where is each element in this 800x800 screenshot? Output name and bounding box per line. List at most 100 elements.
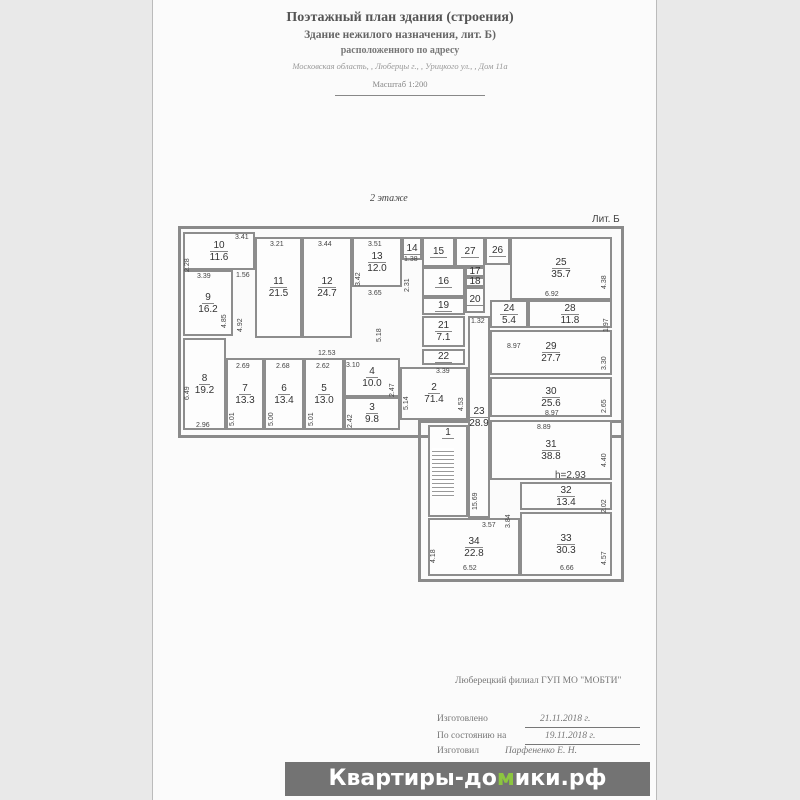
room-number: 19 (434, 300, 453, 312)
room-number: 25 (552, 257, 570, 269)
dimension-label: 1.56 (236, 272, 250, 279)
floor-label: 2 этаже (370, 193, 408, 204)
dimension-label: 3.57 (482, 522, 496, 529)
author: Парфененко Е. Н. (505, 746, 577, 756)
address: Московская область, , Люберцы г., , Уриц… (292, 61, 508, 71)
dimension-label: 2.28 (184, 258, 191, 272)
room-area: 16.2 (198, 303, 218, 315)
room-number: 16 (434, 276, 453, 288)
room-number: 13 (368, 251, 386, 263)
dimension-label: 2.62 (316, 363, 330, 370)
dimension-label: 3.41 (235, 234, 249, 241)
room-area: 10.0 (362, 378, 382, 389)
room-number: 21 (434, 320, 453, 332)
room-22: 22 (422, 349, 465, 365)
room-area: 9.8 (365, 414, 379, 425)
dimension-label: 3.30 (601, 356, 608, 370)
dimension-label: 1.97 (603, 318, 610, 332)
building-letter: Лит. Б (592, 214, 620, 225)
room-area: 11.8 (560, 314, 580, 326)
room-area: 11.6 (209, 251, 229, 263)
room-number: 6 (278, 383, 290, 395)
org-name: Люберецкий филиал ГУП МО "МОБТИ" (455, 676, 622, 686)
dimension-label: 12.53 (318, 350, 336, 357)
room-number: 10 (210, 240, 228, 252)
room-number: 28 (561, 303, 579, 315)
dimension-label: 8.97 (545, 410, 559, 417)
room-number: 8 (198, 373, 211, 385)
room-14: 14 (402, 237, 422, 260)
state-label: По состоянию на (437, 731, 507, 741)
room-19: 19 (422, 297, 465, 315)
dimension-label: 6.52 (463, 565, 477, 572)
room-number: 4 (366, 366, 378, 378)
room-26: 26 (485, 237, 510, 265)
dimension-label: 3.39 (197, 273, 211, 280)
room-20: 20 (465, 287, 485, 313)
dimension-label: 5.14 (403, 396, 410, 410)
dimension-label: 6.92 (545, 291, 559, 298)
room-number: 20 (466, 294, 484, 306)
room-15: 15 (422, 237, 455, 267)
room-number: 23 (470, 406, 488, 418)
room-area: 13.3 (235, 394, 255, 406)
room-number: 7 (239, 383, 251, 395)
staircase (432, 448, 454, 498)
author-label: Изготовил (437, 746, 479, 756)
dimension-label: 3.84 (505, 514, 512, 528)
room-27: 27 (455, 237, 485, 267)
dimension-label: 3.42 (355, 272, 362, 286)
dimension-label: 2.42 (347, 414, 354, 428)
dimension-label: 5.01 (308, 412, 315, 426)
room-number: 32 (557, 485, 575, 497)
room-area: 19.2 (194, 384, 215, 396)
dimension-label: 3.65 (368, 290, 382, 297)
room-area: 30.3 (556, 544, 576, 556)
room-area: 28.9 (469, 417, 489, 429)
room-number: 12 (318, 276, 336, 288)
dimension-label: 4.57 (601, 551, 608, 565)
ceiling-height: h=2.93 (555, 470, 586, 481)
dimension-label: 2.69 (236, 363, 250, 370)
scale: Масштаб 1:200 (372, 79, 428, 89)
plan-subtitle: Здание нежилого назначения, лит. Б) (304, 29, 496, 41)
room-area: 5.4 (502, 314, 516, 326)
room-16: 16 (422, 267, 465, 297)
dimension-label: 2.68 (276, 363, 290, 370)
dimension-label: 2.47 (389, 383, 396, 397)
room-number: 11 (270, 276, 287, 288)
dimension-label: 5.00 (268, 412, 275, 426)
dimension-label: 2.65 (601, 399, 608, 413)
room-area: 38.8 (541, 450, 561, 462)
room-number: 1 (442, 427, 454, 439)
room-number: 27 (461, 246, 479, 258)
room-number: 30 (542, 386, 560, 398)
room-number: 15 (429, 246, 448, 258)
dimension-label: 2.02 (601, 499, 608, 513)
room-number: 34 (465, 536, 483, 548)
watermark-text: Квартиры-до (328, 766, 497, 791)
plan-title: Поэтажный план здания (строения) (286, 10, 514, 25)
watermark-text: ики.рф (514, 766, 607, 791)
underline (525, 744, 640, 745)
dimension-label: 2.96 (196, 422, 210, 429)
dimension-label: 6.66 (560, 565, 574, 572)
dimension-label: 5.01 (229, 412, 236, 426)
